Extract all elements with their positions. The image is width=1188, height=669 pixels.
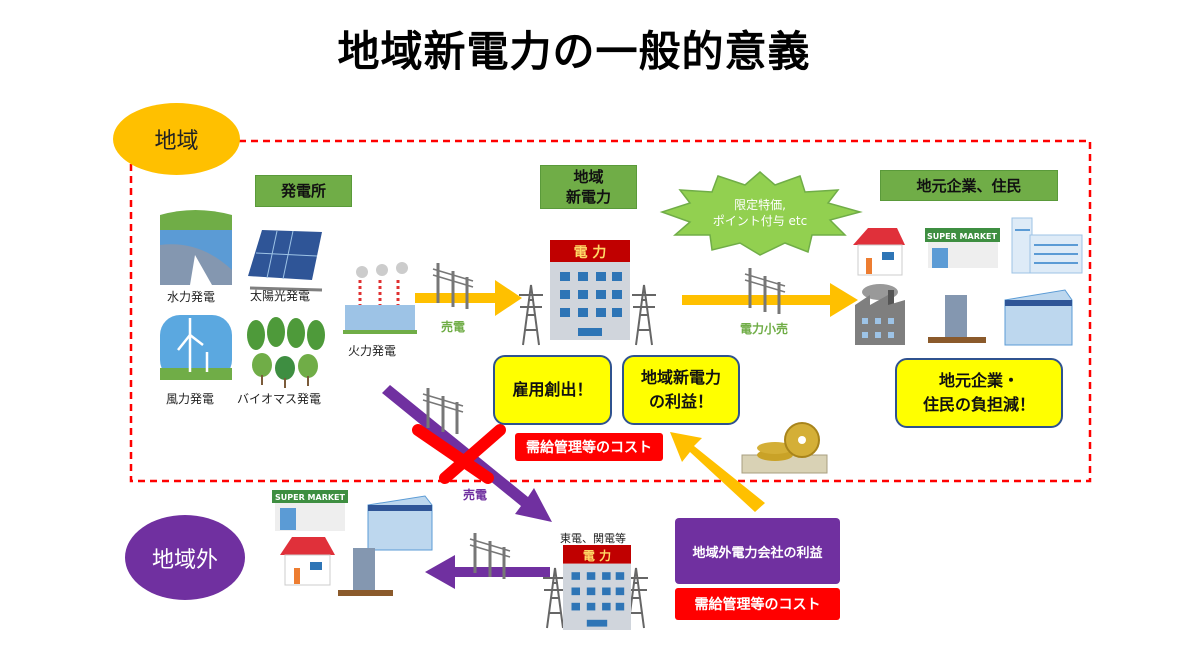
power-line-icon xyxy=(421,386,465,436)
power-line-icon xyxy=(468,531,512,581)
region-boundary xyxy=(129,139,1092,483)
thermal-label: 火力発電 xyxy=(348,344,397,358)
svg-text:SUPER MARKET: SUPER MARKET xyxy=(927,232,998,241)
svg-text:SUPER MARKET: SUPER MARKET xyxy=(275,493,346,502)
sell-outside-label: 売電 xyxy=(463,488,488,502)
inside-cost-label: 需給管理等のコスト xyxy=(515,433,663,461)
power-line-icon xyxy=(743,266,787,316)
wind-turbine-icon xyxy=(160,315,232,380)
building-sign: 電 力 xyxy=(574,244,607,261)
region-outside-label: 地域外 xyxy=(125,515,245,600)
power-line-icon xyxy=(431,261,475,311)
plants-label: 発電所 xyxy=(255,175,352,207)
cross-mark-icon xyxy=(412,424,506,484)
solar-label: 太陽光発電 xyxy=(250,289,311,303)
hospital-icon xyxy=(1011,217,1083,274)
outside-retail-arrow xyxy=(425,555,550,589)
hydro-label: 水力発電 xyxy=(167,290,216,304)
wind-label: 風力発電 xyxy=(166,392,215,406)
building-sign: 電 力 xyxy=(583,548,611,563)
retail-arrow xyxy=(682,283,858,317)
house-icon xyxy=(853,228,905,276)
job-creation-box: 雇用創出！ xyxy=(493,355,612,425)
burden-line2: 住民の負担減！ xyxy=(922,395,1035,414)
department-store-icon xyxy=(367,495,433,551)
house-icon xyxy=(280,537,335,586)
starburst-line2: ポイント付与 etc xyxy=(712,214,808,228)
page-title: 地域新電力の一般的意義 xyxy=(337,27,811,76)
pylon-icon xyxy=(518,284,544,346)
outside-profit-box: 地域外電力会社の利益 xyxy=(675,518,840,584)
consumers-label: 地元企業、住民 xyxy=(880,170,1058,201)
supermarket-icon: SUPER MARKET xyxy=(925,228,1000,268)
hydro-icon xyxy=(160,210,232,285)
factory-icon xyxy=(855,284,905,345)
pylon-icon xyxy=(631,284,657,346)
starburst-line1: 限定特価, xyxy=(734,198,786,212)
local-profit-line1: 地域新電力 xyxy=(640,368,721,387)
local-power-label-line2: 新電力 xyxy=(565,188,611,206)
thermal-plant-icon xyxy=(343,262,417,334)
local-power-label-line1: 地域 xyxy=(573,168,604,186)
local-profit-line2: の利益！ xyxy=(648,392,713,411)
biomass-label: バイオマス発電 xyxy=(237,392,322,406)
local-power-label: 地域新電力 xyxy=(540,165,637,209)
outside-cost-label: 需給管理等のコスト xyxy=(675,588,840,620)
sell-label: 売電 xyxy=(441,320,466,334)
solar-panel-icon xyxy=(248,230,323,292)
starburst-text: 限定特価, ポイント付与 etc xyxy=(690,197,830,229)
utility-label: 東電、関電等 xyxy=(560,532,626,545)
starburst xyxy=(659,171,863,256)
profit-flow-arrow xyxy=(670,432,765,512)
biomass-forest-icon xyxy=(247,317,325,388)
department-store-icon xyxy=(1004,289,1073,346)
retail-label: 電力小売 xyxy=(740,322,789,336)
office-building-icon xyxy=(338,548,393,596)
coins-money-icon xyxy=(741,422,828,474)
local-profit-box: 地域新電力の利益！ xyxy=(622,355,740,425)
supermarket-icon: SUPER MARKET xyxy=(272,490,348,531)
region-inside-label: 地域 xyxy=(113,103,240,175)
burden-line1: 地元企業・ xyxy=(938,371,1019,390)
office-building-icon xyxy=(928,295,986,343)
burden-reduction-box: 地元企業・住民の負担減！ xyxy=(895,358,1063,428)
